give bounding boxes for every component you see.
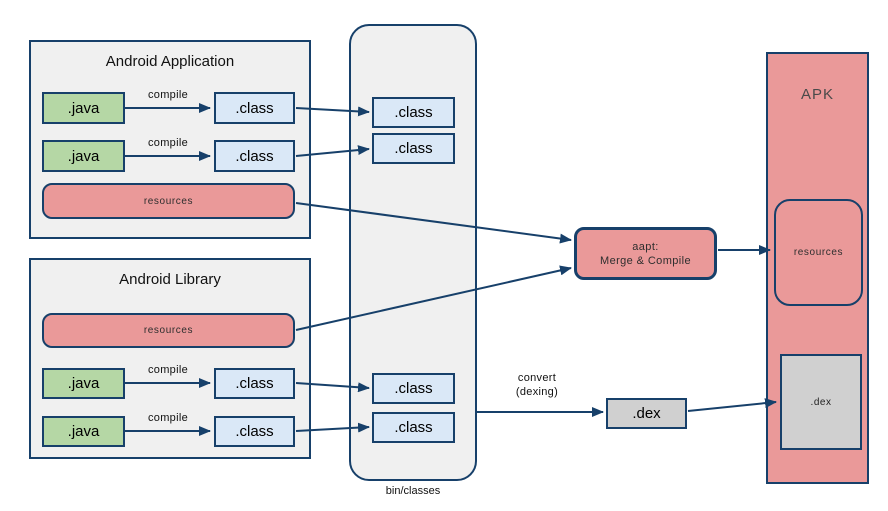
compile-label-lib-1: compile: [147, 364, 188, 376]
app-resources-box: resources: [42, 183, 295, 219]
compile-label-app-1: compile: [147, 89, 188, 101]
bin-classes-caption: bin/classes: [385, 485, 441, 497]
bin-class-box-1: .class: [372, 97, 455, 128]
arrow-dex-to-apk: [687, 398, 777, 412]
android-library-title: Android Library: [119, 271, 221, 288]
convert-label-line2: (dexing): [515, 386, 559, 398]
aapt-merge-compile-box: aapt: Merge & Compile: [574, 227, 717, 280]
bin-class-box-2: .class: [372, 133, 455, 164]
convert-label-line1: convert: [517, 372, 557, 384]
apk-title: APK: [800, 86, 834, 103]
lib-resources-box: resources: [42, 313, 295, 348]
dex-box: .dex: [606, 398, 687, 429]
lib-class-box-2: .class: [214, 416, 295, 447]
bin-class-box-3: .class: [372, 373, 455, 404]
apk-resources-box: resources: [774, 199, 863, 306]
convert-dexing-label: convert (dexing): [497, 371, 577, 399]
app-class-box-2: .class: [214, 140, 295, 172]
app-java-box-1: .java: [42, 92, 125, 124]
aapt-label-line1: aapt:: [632, 240, 659, 253]
compile-label-lib-2: compile: [147, 412, 188, 424]
aapt-label-line2: Merge & Compile: [600, 254, 691, 267]
app-java-box-2: .java: [42, 140, 125, 172]
lib-java-box-1: .java: [42, 368, 125, 399]
apk-box: APK resources .dex: [766, 52, 869, 484]
android-application-title: Android Application: [105, 53, 235, 70]
apk-dex-box: .dex: [780, 354, 862, 450]
app-class-box-1: .class: [214, 92, 295, 124]
compile-label-app-2: compile: [147, 137, 188, 149]
lib-class-box-1: .class: [214, 368, 295, 399]
lib-java-box-2: .java: [42, 416, 125, 447]
bin-class-box-4: .class: [372, 412, 455, 443]
